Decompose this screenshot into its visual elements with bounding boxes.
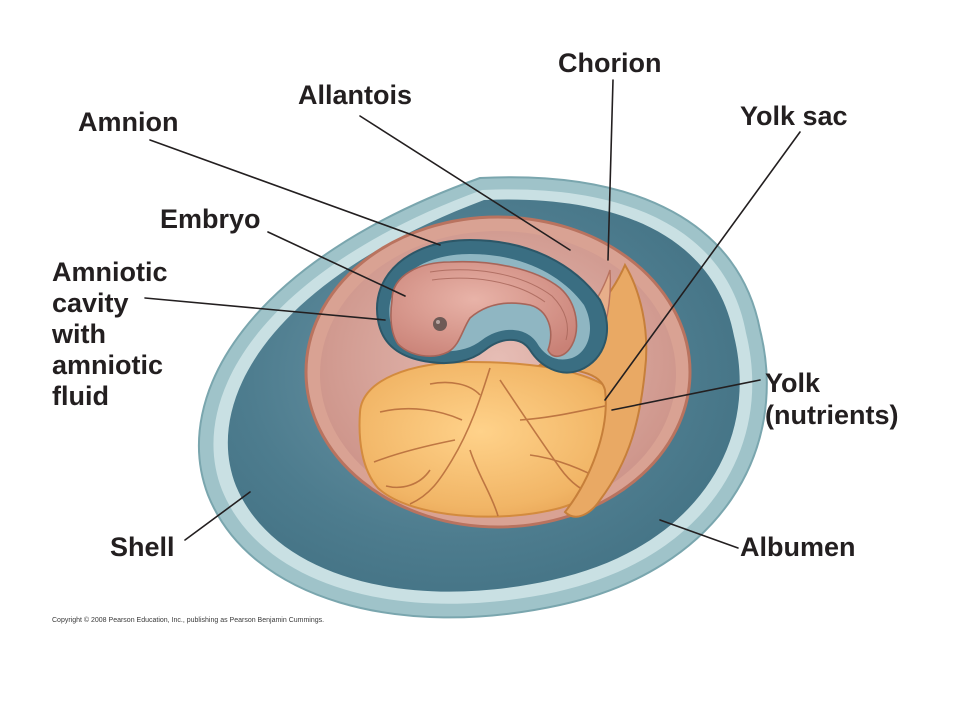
embryo-eye: [433, 317, 447, 331]
yolk-sac-stalk: [537, 262, 648, 518]
leader-albumen: [659, 519, 739, 549]
leader-shell: [184, 491, 251, 541]
label-yolk: Yolk (nutrients): [765, 368, 898, 430]
leader-yolk: [611, 379, 761, 411]
leader-allantois: [359, 115, 571, 251]
leader-amnion: [149, 139, 441, 246]
leader-lines: [144, 79, 801, 549]
label-amniotic-cavity: Amniotic cavity with amniotic fluid: [51, 257, 175, 411]
leader-yolk-sac: [604, 131, 801, 401]
label-chorion: Chorion: [558, 48, 661, 78]
embryo: [390, 260, 578, 358]
label-amnion: Amnion: [78, 107, 179, 137]
leader-embryo: [267, 231, 406, 297]
leader-amniotic-cavity: [144, 297, 386, 321]
label-yolk-sac: Yolk sac: [740, 101, 848, 131]
leader-chorion: [607, 79, 614, 261]
label-albumen: Albumen: [740, 532, 856, 562]
label-allantois: Allantois: [298, 80, 412, 110]
label-embryo: Embryo: [160, 204, 261, 234]
label-shell: Shell: [110, 532, 175, 562]
copyright-notice: Copyright © 2008 Pearson Education, Inc.…: [52, 616, 324, 624]
